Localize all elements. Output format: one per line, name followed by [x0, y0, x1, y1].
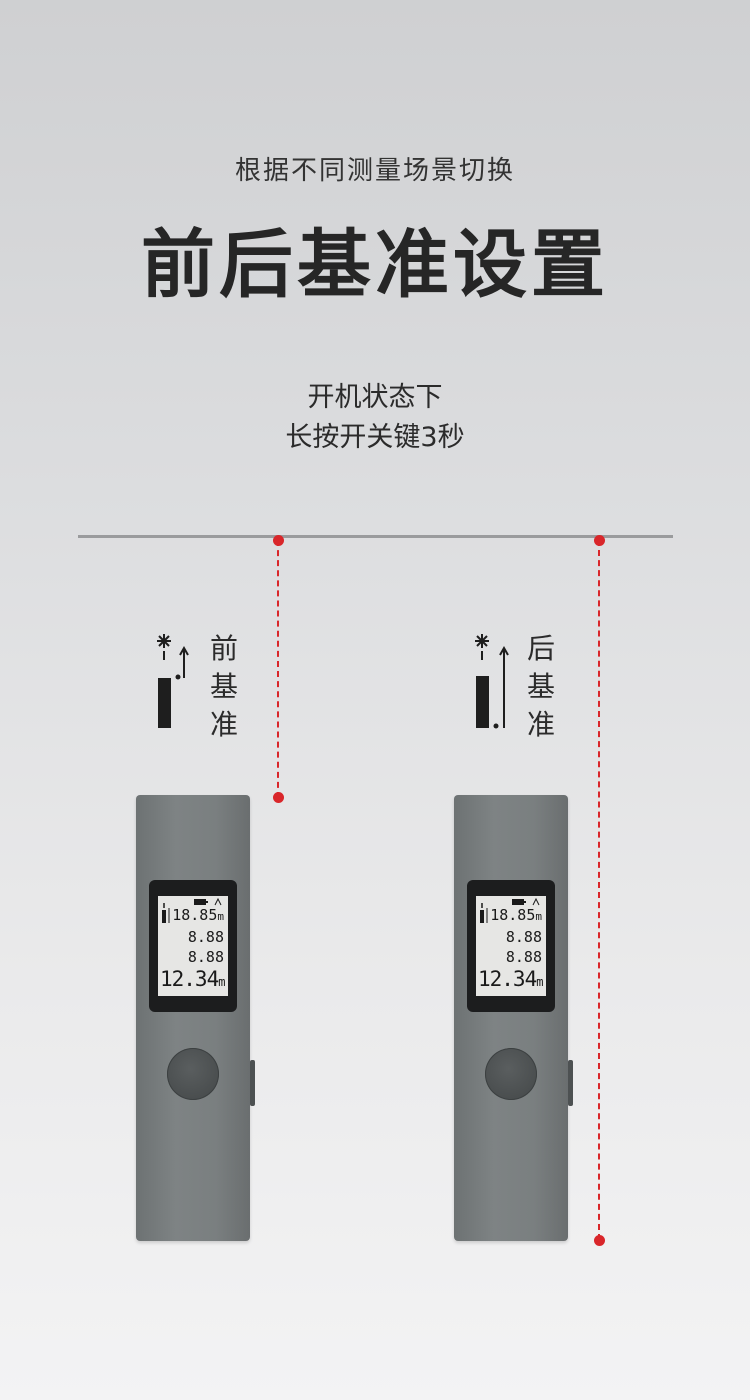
power-button[interactable] — [485, 1048, 537, 1100]
rear-reference-icon — [475, 634, 509, 729]
front-label-char-1: 前 — [209, 632, 238, 665]
instruction-line-1: 开机状态下 — [307, 382, 443, 413]
reference-indicator-icon — [162, 903, 170, 923]
laser-beam-rear — [598, 540, 600, 1240]
lcd-main-value: 12.34 — [160, 967, 219, 991]
lcd-row-3-value: 8.88 — [187, 948, 224, 966]
lcd-row-2: 8.88 — [506, 928, 542, 946]
lcd-row-1: 18.85m — [490, 906, 542, 924]
lcd-main-value: 12.34 — [478, 967, 537, 991]
lcd-main-unit: m — [218, 975, 225, 989]
laser-dot-top-rear — [594, 535, 605, 546]
instruction-text: 开机状态下 长按开关键3秒 — [0, 378, 750, 458]
signal-icon — [214, 898, 222, 906]
rear-label-char-3: 准 — [526, 708, 555, 741]
front-reference-icon — [157, 634, 189, 728]
lcd-row-2-value: 8.88 — [505, 928, 542, 946]
lcd-row-1: 18.85m — [172, 906, 224, 924]
lcd-row-2-value: 8.88 — [187, 928, 224, 946]
instruction-line-2: 长按开关键3秒 — [285, 422, 465, 453]
laser-meter-device-rear: 18.85m 8.88 8.88 12.34m — [454, 795, 573, 1241]
laser-beam-front — [277, 540, 279, 798]
side-key[interactable] — [250, 1060, 255, 1106]
rear-reference-label: 后 基 准 — [524, 630, 558, 744]
rear-label-char-2: 基 — [526, 670, 555, 703]
front-label-char-3: 准 — [209, 708, 238, 741]
screen-bezel: 18.85m 8.88 8.88 12.34m — [149, 880, 237, 1012]
lcd-row-1-unit: m — [535, 910, 542, 923]
lcd-row-3: 8.88 — [506, 948, 542, 966]
reference-surface-line — [78, 535, 673, 538]
lcd-row-1-value: 18.85 — [172, 906, 218, 924]
lcd-display: 18.85m 8.88 8.88 12.34m — [476, 896, 546, 996]
subtitle: 根据不同测量场景切换 — [234, 156, 515, 186]
reference-indicator-icon — [480, 903, 488, 923]
lcd-display: 18.85m 8.88 8.88 12.34m — [158, 896, 228, 996]
laser-meter-device-front: 18.85m 8.88 8.88 12.34m — [136, 795, 255, 1241]
lcd-row-1-value: 18.85 — [490, 906, 536, 924]
front-label-char-2: 基 — [209, 670, 238, 703]
page-title: 前后基准设置 — [141, 222, 609, 308]
rear-label-char-1: 后 — [526, 632, 555, 665]
lcd-main-reading: 12.34m — [160, 967, 225, 991]
lcd-row-3-value: 8.88 — [505, 948, 542, 966]
laser-dot-bottom-rear — [594, 1235, 605, 1246]
battery-icon — [194, 899, 208, 905]
lcd-row-1-unit: m — [217, 910, 224, 923]
battery-icon — [512, 899, 526, 905]
lcd-row-2: 8.88 — [188, 928, 224, 946]
signal-icon — [532, 898, 540, 906]
power-button[interactable] — [167, 1048, 219, 1100]
laser-dot-top-front — [273, 535, 284, 546]
lcd-main-reading: 12.34m — [478, 967, 543, 991]
screen-bezel: 18.85m 8.88 8.88 12.34m — [467, 880, 555, 1012]
side-key[interactable] — [568, 1060, 573, 1106]
front-reference-label: 前 基 准 — [207, 630, 241, 744]
lcd-row-3: 8.88 — [188, 948, 224, 966]
laser-dot-bottom-front — [273, 792, 284, 803]
lcd-main-unit: m — [536, 975, 543, 989]
